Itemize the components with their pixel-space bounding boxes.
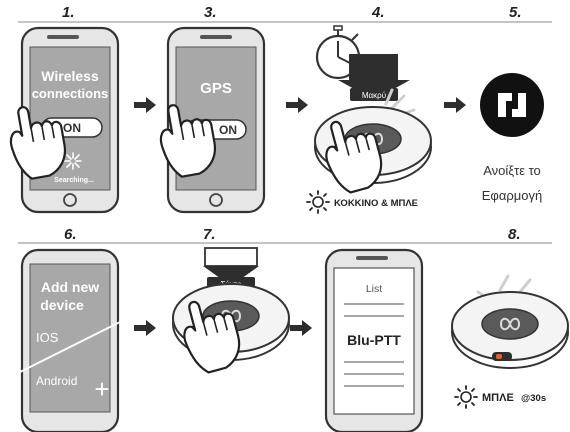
gps-on-label: ON bbox=[219, 123, 237, 137]
list-title: List bbox=[366, 283, 382, 295]
step-number-7: 7. bbox=[203, 226, 216, 243]
open-app-caption-line2: Εφαρμογή bbox=[482, 188, 542, 203]
device-step-4[interactable] bbox=[314, 88, 432, 198]
blue-status-text: ΜΠΛΕ bbox=[482, 392, 514, 404]
phone-step-3: GPS ON bbox=[154, 26, 266, 214]
searching-status: Searching... bbox=[54, 177, 94, 184]
phone-step-6: Add new device IOS Android + bbox=[19, 248, 129, 432]
stopwatch-icon bbox=[315, 25, 361, 80]
option-android[interactable]: Android bbox=[36, 374, 77, 388]
phone-step-1: Wireless connections ON Searching... bbox=[4, 26, 120, 214]
device-step-7[interactable] bbox=[172, 283, 290, 378]
option-ios[interactable]: IOS bbox=[36, 330, 59, 345]
add-device-title-line2: device bbox=[40, 297, 84, 313]
arrow-right-icon bbox=[286, 97, 308, 113]
led-status-red-blue: ΚΟΚΚΙΝΟ & ΜΠΛΕ bbox=[306, 190, 418, 214]
step-number-6: 6. bbox=[64, 226, 77, 243]
wireless-on-label: ON bbox=[63, 121, 81, 135]
open-app-caption-line1: Ανοίξτε το bbox=[483, 163, 541, 178]
arrow-right-icon bbox=[444, 97, 466, 113]
sun-led-icon bbox=[306, 190, 330, 214]
wireless-title-line1: Wireless bbox=[41, 68, 99, 84]
led-status-blue: ΜΠΛΕ @30s bbox=[454, 385, 546, 409]
phone-device-list: List Blu-PTT bbox=[324, 248, 424, 432]
searching-spinner-icon bbox=[64, 152, 82, 170]
blue-status-timer: @30s bbox=[521, 393, 546, 404]
step-number-4: 4. bbox=[371, 4, 385, 21]
device-step-8 bbox=[451, 274, 569, 369]
step-number-5: 5. bbox=[509, 4, 522, 21]
gps-title: GPS bbox=[200, 80, 232, 97]
arrow-right-icon bbox=[134, 97, 156, 113]
step-number-3: 3. bbox=[204, 4, 217, 21]
add-device-title-line1: Add new bbox=[41, 279, 99, 295]
led-status-text: ΚΟΚΚΙΝΟ & ΜΠΛΕ bbox=[334, 198, 418, 209]
add-plus-icon[interactable]: + bbox=[94, 374, 109, 404]
long-press-tag: Μακρύ bbox=[362, 91, 386, 100]
header-rules bbox=[18, 21, 552, 244]
step-number-8: 8. bbox=[508, 226, 521, 243]
app-logo-icon[interactable] bbox=[480, 73, 544, 137]
arrow-right-icon bbox=[134, 320, 156, 336]
arrow-right-icon bbox=[290, 320, 312, 336]
step-number-1: 1. bbox=[62, 4, 75, 21]
wireless-title-line2: connections bbox=[32, 86, 109, 101]
list-item-blu-ptt[interactable]: Blu-PTT bbox=[347, 332, 401, 348]
sun-led-icon bbox=[454, 385, 478, 409]
